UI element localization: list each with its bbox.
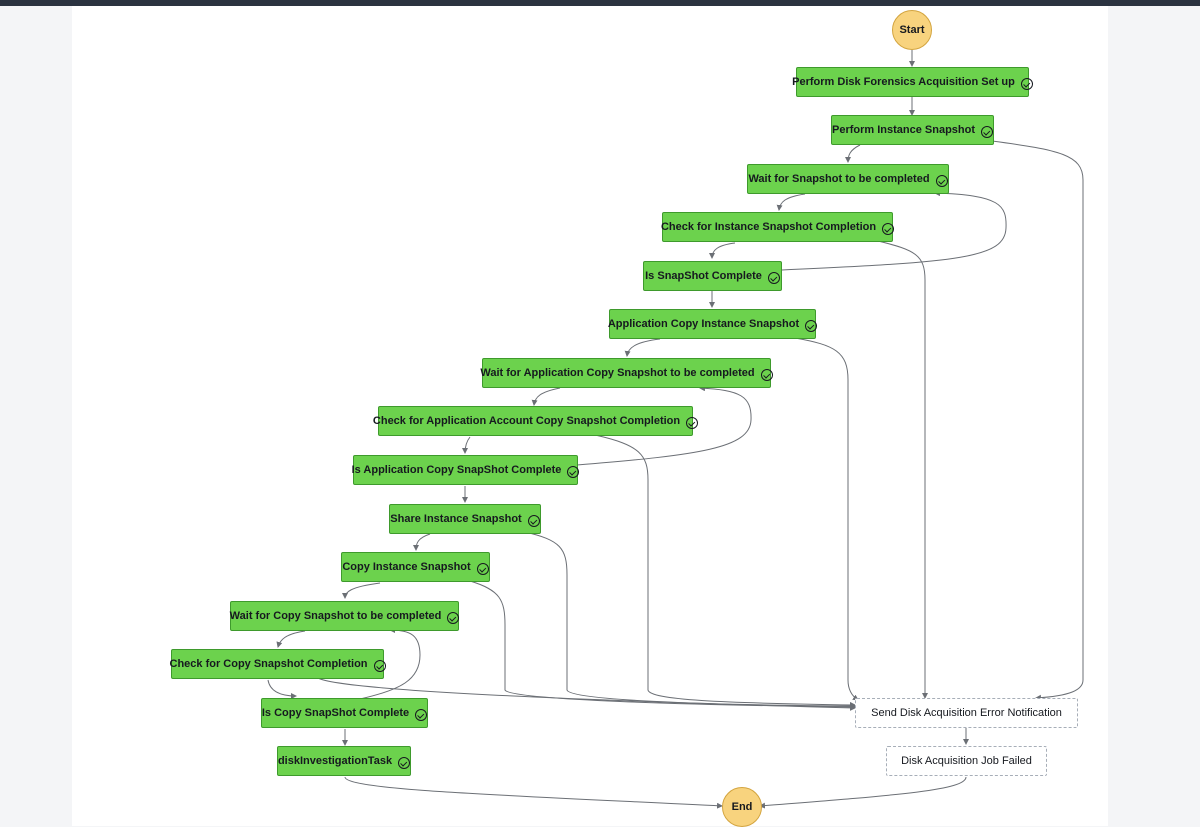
state-node-is-app-copy-complete[interactable]: Is Application Copy SnapShot Complete (351, 455, 580, 485)
check-circle-icon (767, 272, 780, 284)
state-label: Check for Instance Snapshot Completion (660, 221, 877, 233)
state-label: Is Copy SnapShot Complete (261, 707, 410, 719)
state-node-wait-snapshot[interactable]: Wait for Snapshot to be completed (747, 164, 949, 194)
state-label: Is SnapShot Complete (645, 270, 762, 282)
state-label: Check for Copy Snapshot Completion (169, 658, 368, 670)
state-node-snapshot[interactable]: Perform Instance Snapshot (831, 115, 994, 145)
state-label: Wait for Application Copy Snapshot to be… (480, 367, 755, 379)
state-node-check-app-copy[interactable]: Check for Application Account Copy Snaps… (373, 406, 699, 436)
state-node-wait-app-copy[interactable]: Wait for Application Copy Snapshot to be… (480, 358, 773, 388)
check-circle-icon (935, 175, 948, 187)
state-node-app-copy-snapshot[interactable]: Application Copy Instance Snapshot (607, 309, 818, 339)
state-node-error-notification[interactable]: Send Disk Acquisition Error Notification (855, 698, 1078, 728)
state-node-is-snapshot-complete[interactable]: Is SnapShot Complete (643, 261, 782, 291)
state-node-disk-investigation[interactable]: diskInvestigationTask (277, 746, 411, 776)
state-label: diskInvestigationTask (277, 755, 393, 767)
start-node[interactable]: Start (892, 10, 932, 50)
state-label: Disk Acquisition Job Failed (901, 755, 1032, 767)
end-node[interactable]: End (722, 787, 762, 827)
state-node-share-snapshot[interactable]: Share Instance Snapshot (389, 504, 541, 534)
check-circle-icon (686, 417, 699, 429)
check-circle-icon (882, 223, 895, 235)
check-circle-icon (981, 126, 994, 138)
state-node-wait-copy[interactable]: Wait for Copy Snapshot to be completed (229, 601, 460, 631)
state-label: Is Application Copy SnapShot Complete (351, 464, 562, 476)
start-label: Start (899, 24, 925, 36)
check-circle-icon (415, 709, 428, 721)
state-node-copy-snapshot[interactable]: Copy Instance Snapshot (341, 552, 490, 582)
check-circle-icon (760, 369, 773, 381)
state-label: Wait for Snapshot to be completed (748, 173, 930, 185)
check-circle-icon (567, 466, 580, 478)
state-node-is-copy-complete[interactable]: Is Copy SnapShot Complete (261, 698, 428, 728)
check-circle-icon (1020, 78, 1033, 90)
check-circle-icon (476, 563, 489, 575)
top-bar (0, 0, 1200, 6)
state-label: Perform Instance Snapshot (831, 124, 976, 136)
state-label: Wait for Copy Snapshot to be completed (229, 610, 442, 622)
state-node-check-copy[interactable]: Check for Copy Snapshot Completion (169, 649, 386, 679)
state-label: Copy Instance Snapshot (342, 561, 471, 573)
check-circle-icon (527, 515, 540, 527)
state-node-check-instance-snapshot[interactable]: Check for Instance Snapshot Completion (660, 212, 895, 242)
state-label: Application Copy Instance Snapshot (607, 318, 800, 330)
state-label: Check for Application Account Copy Snaps… (372, 415, 681, 427)
state-label: Perform Disk Forensics Acquisition Set u… (792, 76, 1015, 88)
state-label: Share Instance Snapshot (390, 513, 522, 525)
check-circle-icon (447, 612, 460, 624)
check-circle-icon (398, 757, 411, 769)
state-node-job-failed[interactable]: Disk Acquisition Job Failed (886, 746, 1047, 776)
check-circle-icon (373, 660, 386, 672)
check-circle-icon (805, 320, 818, 332)
end-label: End (731, 801, 753, 813)
state-label: Send Disk Acquisition Error Notification (871, 707, 1062, 719)
state-node-setup[interactable]: Perform Disk Forensics Acquisition Set u… (792, 67, 1033, 97)
